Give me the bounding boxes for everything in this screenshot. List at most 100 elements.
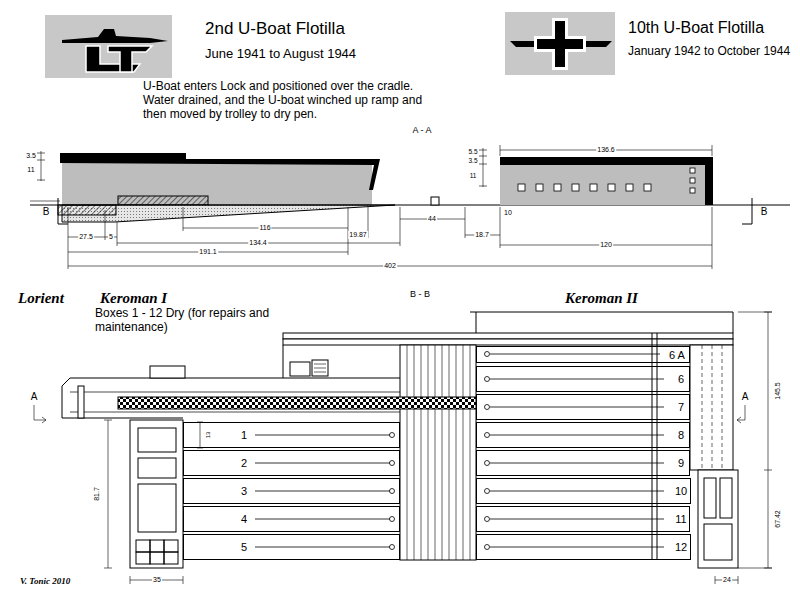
plan-section (407, 345, 470, 560)
flotilla-dates: January 1942 to October 1944 (628, 45, 790, 59)
dry-pen: 9 (476, 450, 690, 476)
place-name: Lorient (18, 290, 64, 307)
plan-section (314, 368, 326, 369)
dry-pen: 7 (476, 394, 690, 420)
elevation-section (37, 153, 45, 154)
plan-section (485, 517, 490, 522)
elevation-section (644, 184, 651, 191)
plan-section (390, 545, 395, 550)
plan-section (183, 576, 184, 584)
flotilla-logo (62, 29, 168, 43)
elevation-section (37, 160, 45, 161)
plan-section (283, 333, 733, 339)
dimension: 116 (258, 224, 271, 232)
plan-section (150, 540, 164, 552)
plan-section (200, 422, 201, 448)
elevation-section (105, 210, 106, 240)
plan-section (312, 360, 328, 376)
plan-section (470, 312, 733, 313)
plan-section (34, 405, 35, 420)
plan-section (733, 312, 734, 333)
elevation-section (626, 184, 633, 191)
dimension: 145.5 (774, 381, 782, 401)
plan-section (470, 345, 471, 560)
dimension: 19.87 (348, 231, 368, 239)
plan-section (476, 312, 477, 333)
author-credit: V. Tonic 2010 (20, 576, 70, 586)
plan-section (698, 470, 738, 568)
plan-section (768, 312, 769, 568)
plan-section (70, 392, 400, 393)
elevation-section (479, 186, 487, 187)
dry-pen: 12 (476, 534, 691, 560)
plan-section (715, 576, 716, 584)
elevation-section (500, 157, 713, 165)
elevation-section (118, 196, 208, 205)
elevation-section (30, 201, 60, 202)
dimension: 11 (27, 166, 34, 174)
plan-section (490, 379, 664, 380)
dimension: 5 (108, 233, 114, 241)
plan-section (690, 345, 733, 470)
section-marker: A (31, 391, 38, 403)
pen-number: 4 (241, 513, 247, 525)
plan-section (652, 333, 653, 560)
elevation-section (465, 207, 466, 238)
dry-pen: 4 (183, 506, 400, 532)
plan-section (150, 552, 164, 564)
plan-section (490, 547, 664, 548)
dry-pen: 6 (476, 366, 690, 392)
plan-section (130, 576, 131, 584)
flotilla-name: 2nd U-Boat Flotilla (205, 19, 345, 39)
plan-section (150, 366, 185, 378)
plan-section (485, 405, 490, 410)
dry-pen: 11 (476, 506, 690, 532)
dimension: 44 (427, 215, 437, 223)
pen-number: 8 (678, 429, 684, 441)
dimension: 3.5 (468, 157, 477, 164)
plan-section (428, 345, 429, 560)
plan-section (737, 420, 745, 421)
elevation-section (690, 168, 695, 173)
elevation-section (37, 180, 45, 181)
elevation-section (58, 198, 59, 224)
dimension: 402 (383, 262, 397, 270)
plan-section (745, 405, 746, 420)
plan-section (78, 386, 84, 418)
flotilla-logo (505, 12, 615, 75)
dimension: 10 (504, 209, 512, 217)
flotilla-name: 10th U-Boat Flotilla (628, 19, 764, 37)
dimension: 191.1 (198, 248, 218, 256)
dimension: 24 (722, 576, 732, 584)
plan-section (136, 540, 150, 552)
plan-section (255, 463, 390, 464)
plan-section (490, 463, 664, 464)
plan-section (738, 576, 739, 584)
plan-section (704, 478, 716, 518)
elevation-section (479, 156, 487, 157)
elevation-section (62, 160, 372, 205)
pen-number: 3 (241, 485, 247, 497)
plan-section (390, 489, 395, 494)
plan-section (34, 420, 46, 421)
plan-section (485, 461, 490, 466)
dimension: 67.42 (774, 509, 782, 529)
pen-number: 9 (678, 457, 684, 469)
plan-section (138, 484, 176, 532)
bunker-name: Keroman II (565, 290, 638, 307)
pen-number: 2 (241, 457, 247, 469)
plan-section (164, 540, 178, 552)
plan-section (435, 345, 436, 560)
plan-section (255, 491, 390, 492)
flotilla-logo (45, 15, 172, 78)
elevation-section (68, 207, 69, 269)
dimension: 81.7 (93, 486, 101, 502)
pen-number: 6 A (669, 348, 685, 360)
elevation-section (483, 148, 484, 187)
plan-section (442, 345, 443, 560)
elevation-section (712, 145, 713, 156)
plan-section (738, 312, 772, 313)
dimension: 13 (205, 431, 212, 440)
dimension: 35 (152, 576, 162, 584)
plan-section (712, 345, 713, 470)
